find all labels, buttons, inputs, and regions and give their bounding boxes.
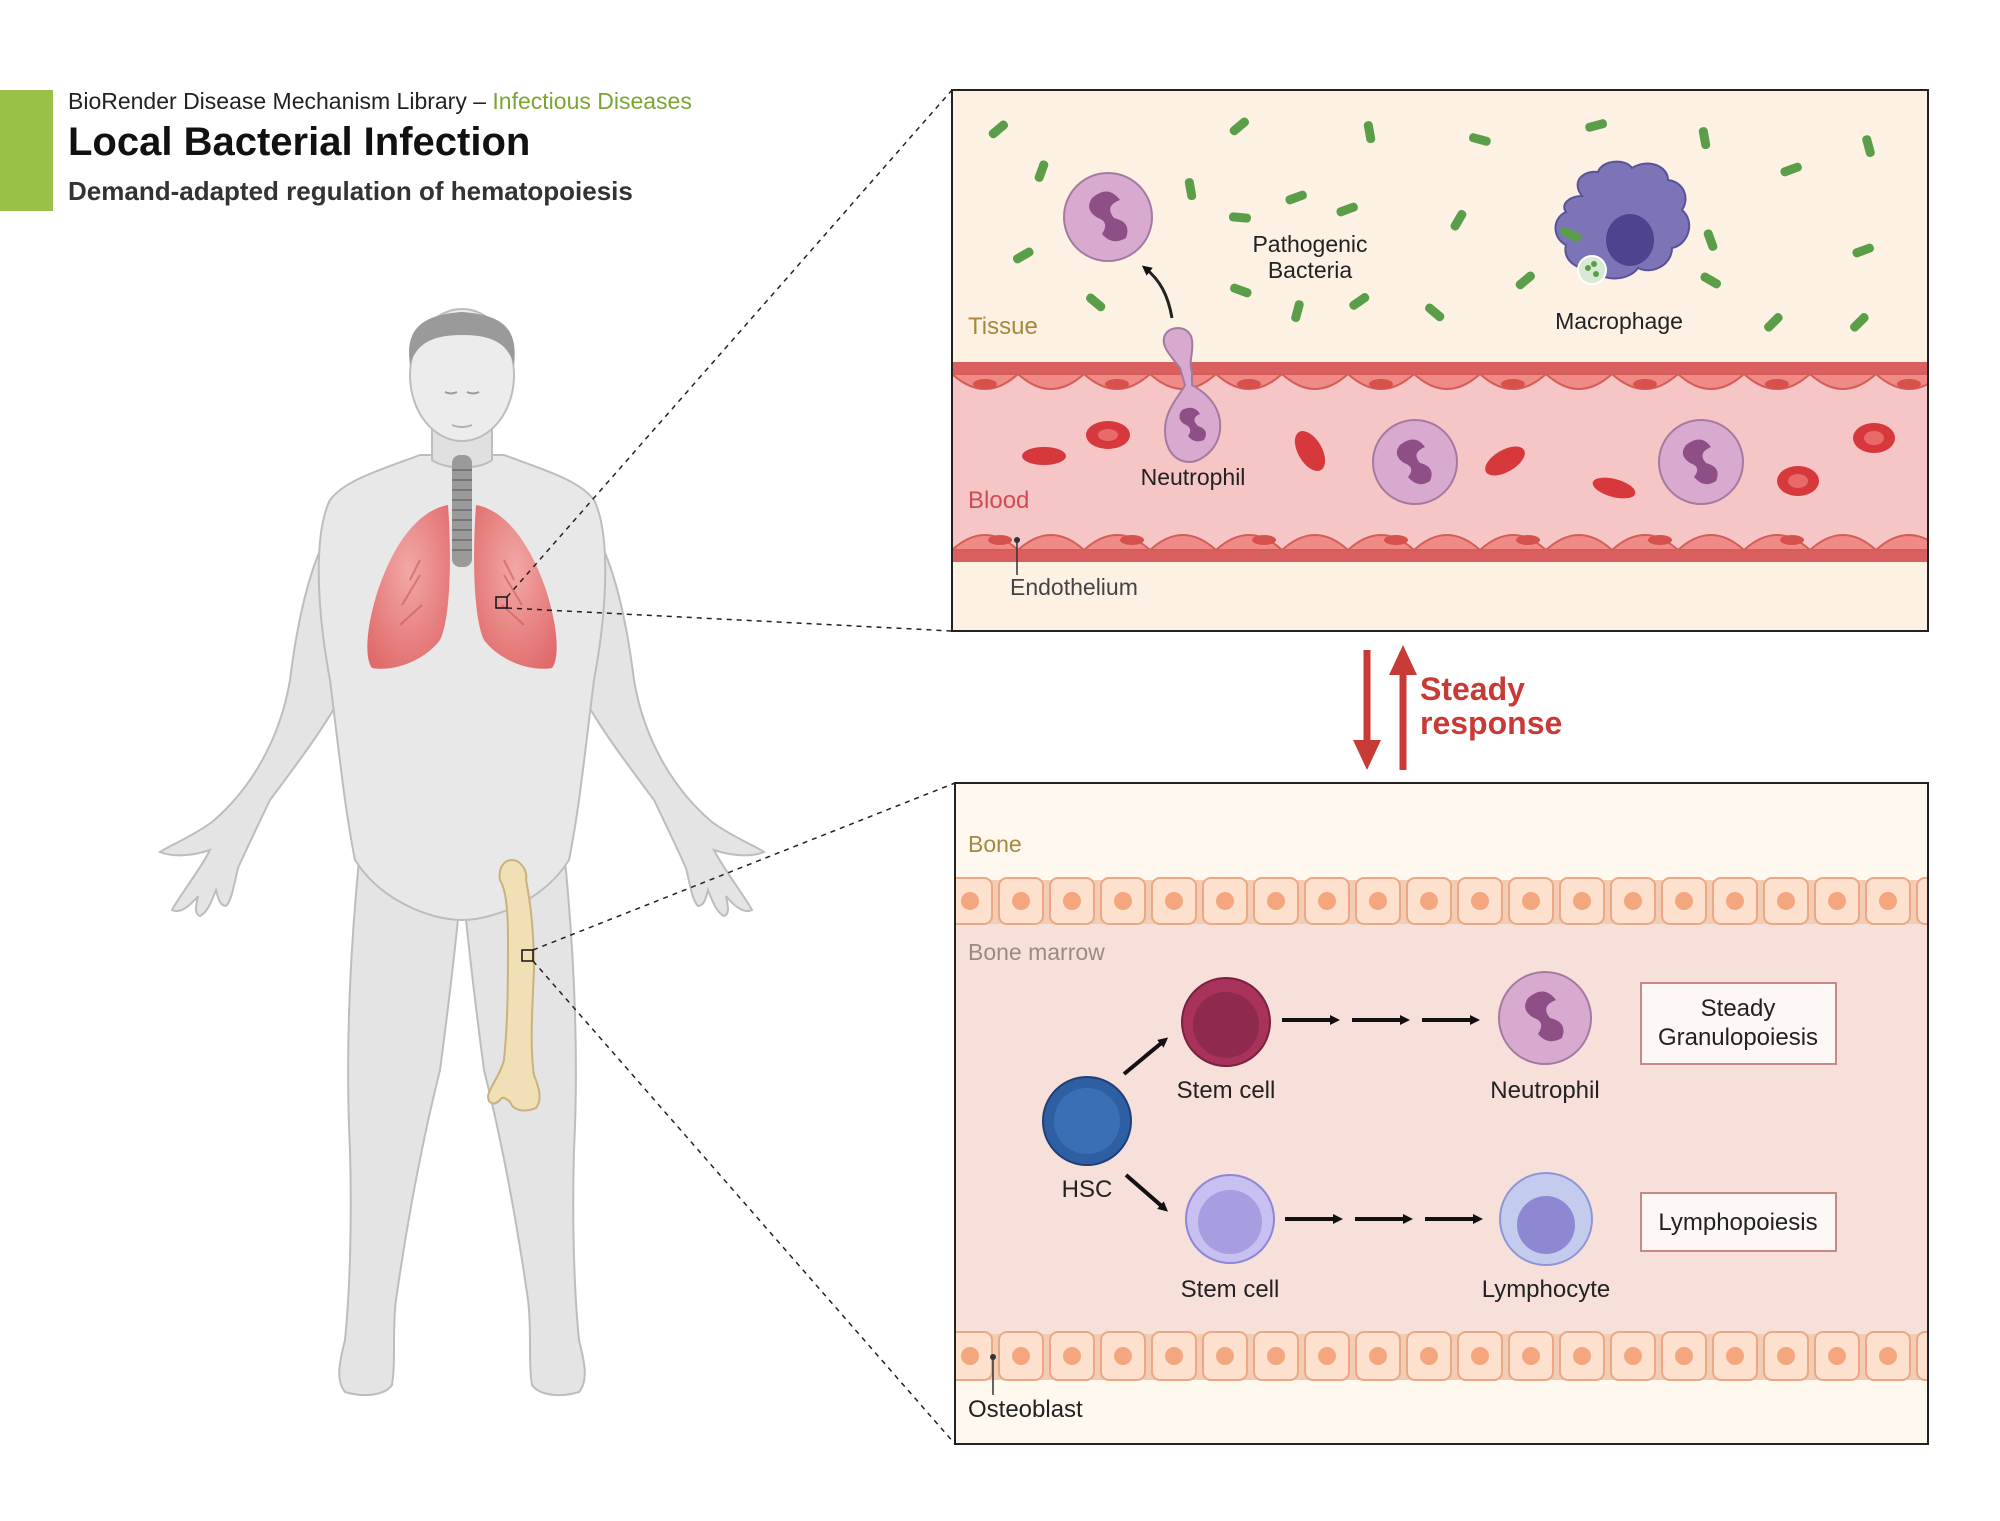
bone-marrow-label: Bone marrow xyxy=(968,939,1105,965)
marrow-neutrophil-label: Neutrophil xyxy=(1490,1077,1599,1104)
steady-response-line2: response xyxy=(1420,705,1563,741)
myeloid-stem-cell-label: Stem cell xyxy=(1177,1077,1276,1104)
lymphoid-stem-cell xyxy=(1185,1174,1275,1264)
bone-zoom-marker xyxy=(521,949,534,962)
page-subtitle: Demand-adapted regulation of hematopoies… xyxy=(68,176,633,206)
osteoblast-label: Osteoblast xyxy=(968,1396,1083,1423)
library-separator: – xyxy=(466,88,493,114)
library-name: BioRender Disease Mechanism Library xyxy=(68,88,467,114)
endothelium-upper xyxy=(952,372,1928,390)
infection-panel: Tissue Blood Endothelium Pathogenic Bact… xyxy=(951,89,1929,632)
bone-marrow-panel: Bone Bone marrow Osteoblast HSC Stem cel… xyxy=(954,782,1929,1445)
page-title: Local Bacterial Infection xyxy=(68,120,531,164)
lymphoid-stem-cell-label: Stem cell xyxy=(1181,1276,1280,1303)
hsc-label: HSC xyxy=(1062,1176,1113,1203)
lymphocyte-label: Lymphocyte xyxy=(1482,1276,1611,1303)
neutrophil-label: Neutrophil xyxy=(1141,464,1246,490)
library-category: Infectious Diseases xyxy=(492,88,692,114)
lymphopoiesis-label: Lymphopoiesis xyxy=(1658,1209,1817,1236)
blood-label: Blood xyxy=(968,487,1029,514)
osteoblast-row-upper xyxy=(955,877,1928,925)
human-body-figure xyxy=(157,89,956,1445)
bone-marrow-panel-border xyxy=(954,782,1929,1445)
red-blood-cells xyxy=(1022,421,1895,499)
granulopoiesis-label-line2: Granulopoiesis xyxy=(1658,1024,1818,1051)
bacteria-cluster xyxy=(988,117,1875,332)
granulopoiesis-label-line1: Steady xyxy=(1701,995,1776,1022)
tissue-neutrophil xyxy=(1063,172,1153,262)
endothelium-label: Endothelium xyxy=(1010,574,1138,600)
granulopoiesis-box xyxy=(1640,982,1837,1065)
bone-label: Bone xyxy=(968,831,1022,857)
bacteria-label-line2: Bacteria xyxy=(1268,257,1353,283)
macrophage-label: Macrophage xyxy=(1555,308,1683,334)
steady-response-line1: Steady xyxy=(1420,671,1525,707)
tissue-label: Tissue xyxy=(968,313,1038,340)
lymphocyte xyxy=(1499,1172,1593,1266)
lung-zoom-marker xyxy=(495,596,508,609)
macrophage xyxy=(1554,160,1691,285)
lymphopoiesis-box xyxy=(1640,1192,1837,1252)
transmigrating-neutrophil xyxy=(1162,327,1222,464)
myeloid-stem-cell xyxy=(1181,977,1271,1067)
accent-bar xyxy=(0,90,53,211)
bidirectional-response-arrows xyxy=(1353,645,1417,770)
steady-response-label: Steady response xyxy=(1420,672,1562,740)
osteoblast-row-lower xyxy=(955,1331,1928,1381)
library-line: BioRender Disease Mechanism Library – In… xyxy=(68,88,692,115)
endothelium-lower xyxy=(952,534,1928,552)
blood-neutrophil-2 xyxy=(1658,419,1744,505)
infection-panel-border xyxy=(951,89,1929,632)
blood-neutrophil-1 xyxy=(1372,419,1458,505)
bacteria-label-line1: Pathogenic xyxy=(1252,231,1367,257)
marrow-neutrophil xyxy=(1498,971,1592,1065)
hsc-cell xyxy=(1042,1076,1132,1166)
